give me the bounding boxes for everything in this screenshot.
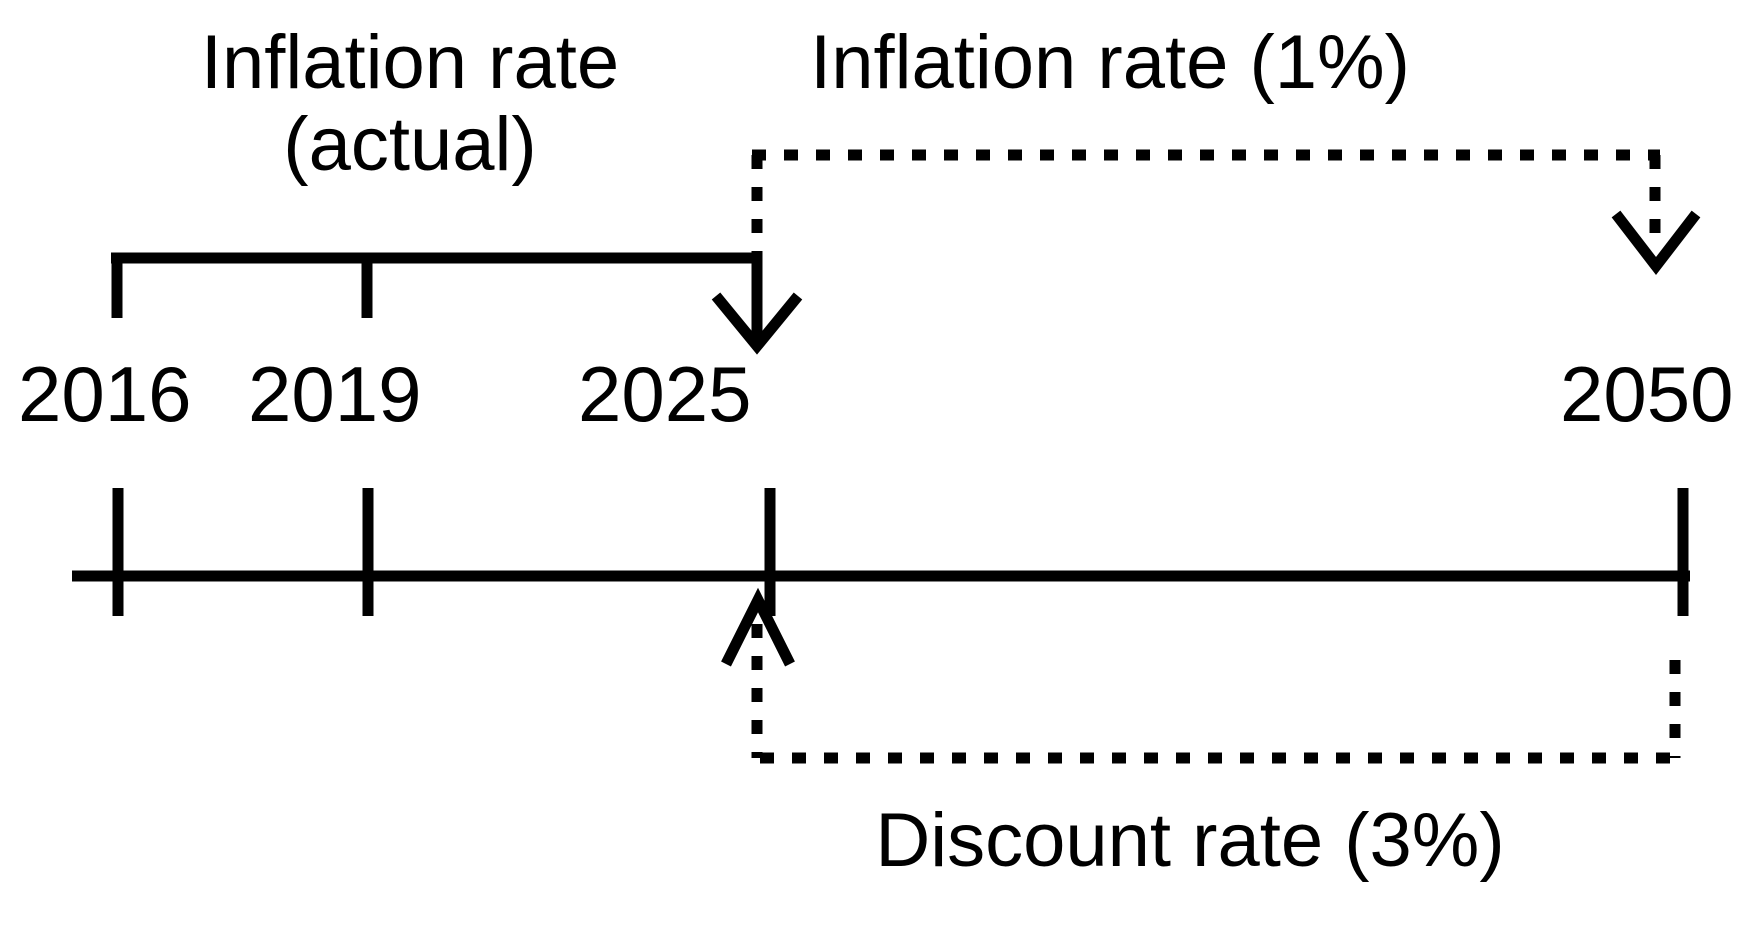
bracket-inflation-projected — [751, 149, 1701, 276]
label-inflation-rate-projected: Inflation rate (1%) — [810, 20, 1410, 105]
label-inflation-rate-actual: Inflation rate (actual) — [60, 20, 760, 188]
year-label-2025: 2025 — [578, 350, 752, 438]
year-label-2016: 2016 — [18, 350, 192, 438]
arrowhead-down-2025-icon — [711, 292, 803, 355]
bracket-inflation-actual — [111, 252, 803, 355]
year-label-2050: 2050 — [1560, 350, 1734, 438]
label-inflation-actual-line2: (actual) — [283, 102, 537, 188]
label-discount-rate: Discount rate (3%) — [875, 798, 1505, 883]
arrowhead-down-2050-icon — [1611, 210, 1701, 276]
arrowhead-up-2025-icon — [721, 587, 795, 667]
label-inflation-actual-line1: Inflation rate — [200, 20, 620, 105]
timeline-axis — [72, 488, 1690, 616]
year-label-2019: 2019 — [248, 350, 422, 438]
bracket-discount-rate — [721, 587, 1681, 764]
